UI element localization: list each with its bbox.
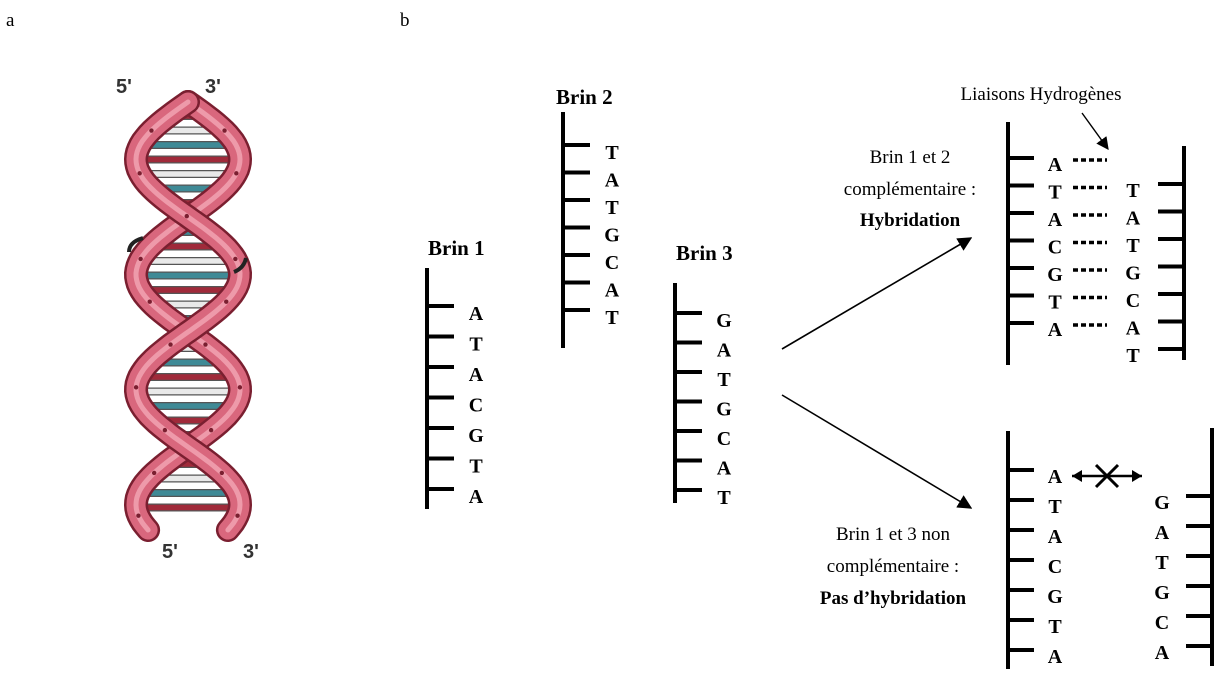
- helix-ribbon-dot: [168, 342, 173, 347]
- helix-ribbon-dot: [147, 299, 152, 304]
- helix-ribbon-dot: [137, 171, 142, 176]
- left-base-letter: T: [1048, 616, 1062, 638]
- base-letter: A: [469, 486, 484, 508]
- helix-ribbon-dot: [136, 513, 141, 518]
- right-base-letter: G: [1154, 582, 1170, 604]
- left-base-letter: A: [1048, 526, 1063, 548]
- right-base-letter: T: [1126, 235, 1140, 257]
- brin1-label: Brin 1: [428, 236, 485, 260]
- base-letter: A: [717, 458, 732, 480]
- helix-ribbon-dot: [219, 470, 225, 476]
- right-base-letter: C: [1126, 290, 1140, 312]
- helix-ribbon-dot: [133, 385, 139, 390]
- left-base-letter: T: [1048, 496, 1062, 518]
- hydrogen-bonds-title: Liaisons Hydrogènes: [961, 84, 1122, 105]
- brin2-label: Brin 2: [556, 85, 613, 109]
- base-letter: A: [717, 340, 732, 362]
- helix-label-top-right: 3': [205, 76, 221, 98]
- base-letter: G: [604, 225, 620, 247]
- base-letter: T: [605, 307, 619, 329]
- left-base-letter: A: [1048, 319, 1063, 341]
- helix-ribbon-dot: [235, 513, 240, 518]
- base-letter: T: [605, 142, 619, 164]
- helix-mark-right: [233, 257, 248, 274]
- left-base-letter: A: [1048, 466, 1063, 488]
- arrow-to-hybridation: [781, 237, 973, 350]
- left-base-letter: T: [1048, 182, 1062, 204]
- blocked-cross-b: [1094, 463, 1120, 489]
- base-letter: A: [469, 364, 484, 386]
- left-base-letter: T: [1048, 292, 1062, 314]
- left-base-letter: C: [1048, 556, 1062, 578]
- nonhybrid-caption-line1: Brin 1 et 3 non: [836, 524, 950, 545]
- left-base-letter: G: [1047, 264, 1063, 286]
- blocked-bond-arrow-left: [1072, 470, 1082, 482]
- panel-label-a: a: [6, 10, 15, 31]
- non-hybridized-pair: ATACGTAGATGCAT: [1006, 428, 1214, 678]
- base-letter: C: [469, 395, 483, 417]
- helix-mark-left: [127, 236, 144, 253]
- hybrid-caption-result: Hybridation: [860, 210, 961, 231]
- helix-ribbon-dot: [149, 128, 154, 133]
- right-base-letter: A: [1126, 318, 1141, 340]
- arrow-to-pas-hybridation: [781, 394, 973, 509]
- helix-ribbon-dot: [151, 470, 157, 476]
- base-letter: C: [717, 428, 731, 450]
- base-letter: T: [605, 197, 619, 219]
- double-helix-illustration: [123, 90, 253, 542]
- right-base-letter: T: [1126, 345, 1140, 367]
- panel-label-b: b: [400, 10, 410, 31]
- helix-label-bottom-left: 5': [162, 541, 178, 563]
- left-base-letter: G: [1047, 586, 1063, 608]
- base-letter: G: [716, 399, 732, 421]
- hybrid-caption-line1: Brin 1 et 2: [870, 147, 951, 168]
- base-letter: A: [605, 280, 620, 302]
- left-base-letter: C: [1048, 237, 1062, 259]
- base-letter: C: [605, 252, 619, 274]
- helix-ribbon-dot: [138, 256, 143, 262]
- helix-ribbon-dot: [234, 171, 239, 176]
- base-letter: A: [605, 170, 620, 192]
- blocked-bond-arrow-right: [1132, 470, 1142, 482]
- helix-ribbon-dot: [233, 256, 238, 262]
- hybrid-caption-line2: complémentaire :: [844, 179, 976, 200]
- right-base-letter: G: [1125, 263, 1141, 285]
- left-base-letter: A: [1048, 646, 1063, 668]
- base-letter: G: [468, 425, 484, 447]
- right-base-letter: T: [1155, 552, 1169, 574]
- helix-ribbon-dot: [224, 299, 229, 304]
- base-letter: T: [717, 369, 731, 391]
- helix-ribbon-dot: [208, 427, 214, 433]
- base-letter: T: [469, 456, 483, 478]
- right-base-letter: G: [1154, 492, 1170, 514]
- base-letter: T: [469, 334, 483, 356]
- base-letter: A: [469, 303, 484, 325]
- right-base-letter: A: [1126, 208, 1141, 230]
- helix-ribbon-dot: [203, 342, 208, 347]
- helix-label-top-left: 5': [116, 76, 132, 98]
- helix-ribbon-dot: [222, 128, 227, 133]
- helix-ribbon-dot: [162, 427, 168, 433]
- right-base-letter: C: [1155, 612, 1169, 634]
- nonhybrid-caption-line2: complémentaire :: [827, 556, 959, 577]
- nonhybrid-caption-result: Pas d’hybridation: [820, 588, 967, 609]
- right-base-letter: A: [1155, 642, 1170, 664]
- brin3-label: Brin 3: [676, 241, 733, 265]
- helix-ribbon-dot: [184, 213, 189, 219]
- right-base-letter: A: [1155, 522, 1170, 544]
- right-base-letter: T: [1126, 180, 1140, 202]
- helix-label-bottom-right: 3': [243, 541, 259, 563]
- left-base-letter: A: [1048, 154, 1063, 176]
- left-base-letter: A: [1048, 209, 1063, 231]
- base-letter: G: [716, 310, 732, 332]
- helix-ribbon-dot: [237, 385, 243, 390]
- arrow-to-hydrogen-bonds: [1081, 112, 1109, 151]
- base-letter: T: [717, 487, 731, 509]
